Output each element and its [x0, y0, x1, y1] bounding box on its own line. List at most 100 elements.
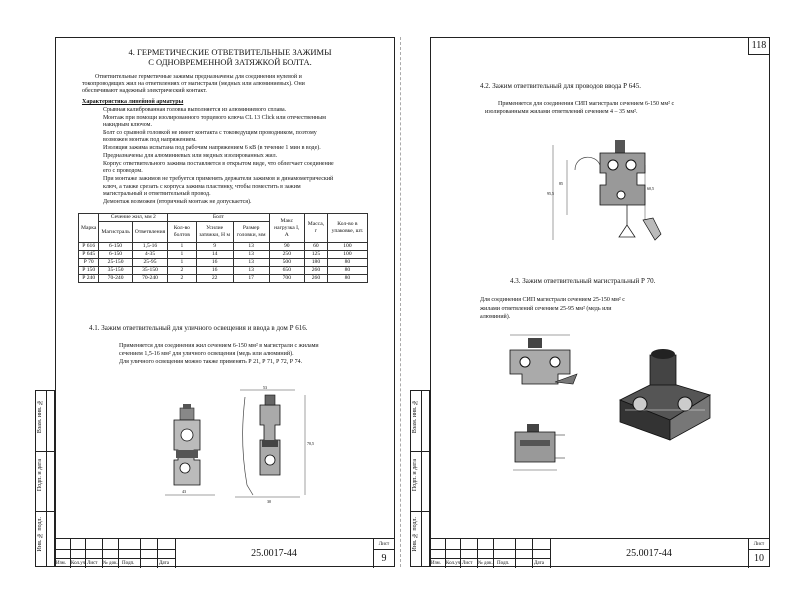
- th-pack: Кол-во в упаковке, шт.: [326, 213, 369, 243]
- stamp-col-list: Лист: [462, 561, 473, 566]
- th-mark: Марка: [77, 213, 100, 243]
- cell: 70-240: [98, 274, 133, 283]
- dim-c: 60,5: [647, 186, 654, 192]
- stamp-col-kolvo: Кол.уч.: [446, 561, 462, 566]
- page-number: 118: [751, 40, 767, 51]
- cell: 80: [326, 274, 369, 283]
- intro-line: Ответвительные герметичные зажимы предна…: [95, 74, 302, 80]
- side-label-signature: Подп. и дата: [412, 459, 418, 492]
- sub43-line: Для соединения СИП магистрали сечением 2…: [480, 297, 625, 303]
- cell: 13: [232, 266, 270, 275]
- cell: 2: [167, 274, 197, 283]
- side-label-replace: Взам. инв. №: [412, 399, 418, 434]
- th-headsize: Размер головки, мм: [232, 221, 270, 243]
- th-section: Сечение жил, мм 2: [98, 213, 169, 222]
- right-doc-code: 25.0017-44: [626, 548, 672, 559]
- characteristics-line: возможен монтаж под напряжением.: [103, 137, 197, 143]
- cell: 100: [326, 250, 369, 259]
- cell: 1: [167, 258, 197, 267]
- th-bolt: Болт: [167, 213, 270, 222]
- characteristics-line: Предназначены для алюминиевых или медных…: [103, 153, 278, 159]
- left-heading-line1: 4. ГЕРМЕТИЧЕСКИЕ ОТВЕТВИТЕЛЬНЫЕ ЗАЖИМЫ: [128, 47, 332, 57]
- left-title-block: Изм. Кол.уч. Лист № док. Подп. Дата 25.0…: [55, 538, 395, 568]
- table-header-row: Марка Сечение жил, мм 2 Болт Макс нагруз…: [77, 213, 369, 243]
- characteristics-line: магистральный и ответвительный провод.: [103, 191, 211, 197]
- clamp-spec-table: Марка Сечение жил, мм 2 Болт Макс нагруз…: [77, 213, 369, 283]
- stamp-col-kolvo: Кол.уч.: [71, 561, 87, 566]
- cell: 90: [268, 242, 305, 251]
- stamp-col-doc: № док.: [478, 561, 493, 566]
- characteristics-line: Демонтаж возможен (вторичный монтаж не д…: [103, 199, 252, 205]
- characteristics-line: При монтаже зажимов не требуется применя…: [103, 176, 334, 182]
- cell: 70-240: [131, 274, 169, 283]
- sub41-line: сечением 1,5-16 мм² для уличного освещен…: [119, 351, 294, 357]
- cell: Р 70: [77, 258, 100, 267]
- characteristics-line: Болт со срывной головкой не имеет контак…: [103, 130, 317, 136]
- th-torque: Усилие затяжки, Н м: [195, 221, 234, 243]
- th-main: Магистраль: [98, 221, 133, 243]
- th-mass: Масса, г: [303, 213, 328, 243]
- cell: Р 240: [77, 274, 100, 283]
- right-sheet-label: Лист: [753, 542, 765, 547]
- right-side-stamp: Взам. инв. № Подп. и дата Инв. № подл.: [410, 390, 430, 567]
- cell: 2: [167, 266, 197, 275]
- cell: 4-35: [131, 250, 169, 259]
- dim-width: 53: [263, 385, 267, 390]
- characteristics-title: Характеристика линейной арматуры: [82, 99, 184, 105]
- cell: 60: [303, 242, 328, 251]
- characteristics-line: его с проводом.: [103, 168, 143, 174]
- stamp-col-izm: Изм.: [56, 561, 66, 566]
- characteristics-line: ключ, а также срезать с корпуса зажима п…: [103, 184, 301, 190]
- side-label-signature: Подп. и дата: [37, 459, 43, 492]
- cell: 16: [195, 258, 234, 267]
- characteristics-line: накидным ключом.: [103, 122, 152, 128]
- side-label-replace: Взам. инв. №: [37, 399, 43, 434]
- cell: 6-150: [98, 242, 133, 251]
- th-count: Кол-во болтов: [167, 221, 197, 243]
- sub42-line: изолированными жилами ответвлений сечени…: [485, 109, 638, 115]
- cell: 13: [232, 258, 270, 267]
- cell: 250: [268, 250, 305, 259]
- p70-front-drawing: [509, 334, 578, 385]
- cell: 80: [326, 258, 369, 267]
- sub41-title: 4.1. Зажим ответвительный для уличного о…: [89, 324, 308, 332]
- cell: 35-150: [98, 266, 133, 275]
- side-label-inventory: Инв. № подл.: [412, 517, 418, 552]
- sub41-line: Применяется для соединения жил сечением …: [119, 343, 319, 349]
- cell: 1,5-16: [131, 242, 169, 251]
- stamp-col-sign: Подп.: [122, 561, 135, 566]
- characteristics-line: Изоляция зажима испытана под рабочим нап…: [103, 145, 321, 151]
- stamp-col-date: Дата: [159, 561, 169, 566]
- stamp-col-date: Дата: [534, 561, 544, 566]
- p70-isometric-drawing: [619, 349, 711, 441]
- p645-drawing: 95,5 85 60,5: [547, 140, 662, 241]
- cell: 13: [232, 250, 270, 259]
- characteristics-line: Монтаж при помощи изолированного торцево…: [103, 115, 326, 121]
- cell: Р 150: [77, 266, 100, 275]
- cell: 700: [268, 274, 305, 283]
- sub42-line: Применяется для соединения СИП магистрал…: [498, 101, 675, 107]
- table-subheader-row: Магистраль Ответвления Кол-во болтов Уси…: [79, 221, 368, 243]
- left-sheet-label: Лист: [378, 542, 390, 547]
- left-side-stamp: Взам. инв. № Подп. и дата Инв. № подл.: [35, 390, 55, 567]
- stamp-col-doc: № док.: [103, 561, 118, 566]
- cell: 13: [232, 242, 270, 251]
- th-branch: Ответвления: [131, 221, 169, 243]
- cell: 35-150: [131, 266, 169, 275]
- cell: 16: [195, 266, 234, 275]
- cell: 125: [303, 250, 328, 259]
- right-sheet-number: 10: [754, 553, 764, 564]
- cell: 14: [195, 250, 234, 259]
- left-heading-line2: С ОДНОВРЕМЕННОЙ ЗАТЯЖКОЙ БОЛТА.: [148, 57, 312, 67]
- sub42-title: 4.2. Зажим ответвительный для проводов в…: [480, 82, 641, 90]
- dim-bottom: 30: [267, 499, 271, 504]
- cell: Р 616: [77, 242, 100, 251]
- p70-side-drawing: [513, 424, 565, 471]
- dim-height: 70,5: [307, 441, 314, 447]
- cell: 25-95: [131, 258, 169, 267]
- side-label-inventory: Инв. № подл.: [37, 517, 43, 552]
- intro-line: обеспечивают надежный электрический конт…: [82, 88, 207, 94]
